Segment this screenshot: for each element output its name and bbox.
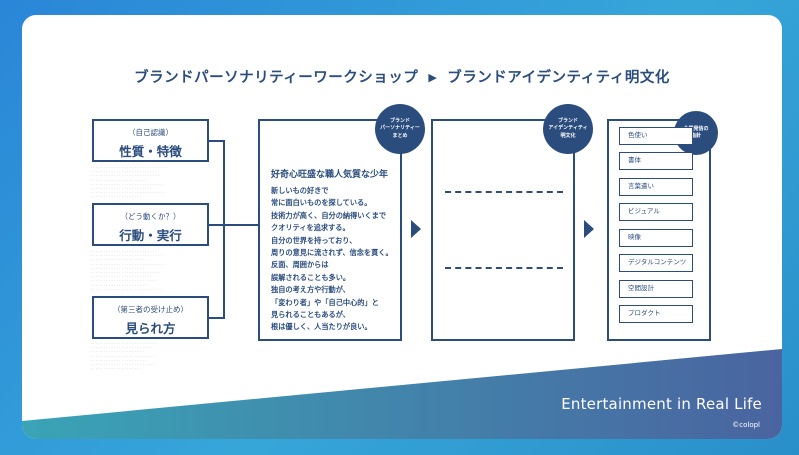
badge-line: ブランド <box>389 117 410 124</box>
guideline-item: 映像 <box>619 229 693 247</box>
personality-line: 根は優しく、人当たりが良い。 <box>271 322 372 332</box>
dashed-line <box>445 267 563 269</box>
badge-line: まとめ <box>392 132 408 139</box>
box-traits: （自己認識） 性質・特徴 <box>92 119 209 162</box>
connector-to-panel <box>223 224 258 226</box>
arrow-right-icon <box>584 220 594 238</box>
badge-line: アイデンティティ <box>548 125 588 132</box>
title-right: ブランドアイデンティティ明文化 <box>447 70 670 86</box>
guideline-item: 色使い <box>619 127 693 145</box>
connector-mid <box>209 224 225 226</box>
badge-line: 明文化 <box>560 132 576 139</box>
personality-line: 誤解されることも多い。 <box>271 272 351 282</box>
personality-line: 見られることもあるが、 <box>271 310 350 320</box>
personality-line: 独自の考え方や行動が、 <box>271 285 350 295</box>
traits-notes: ・・・・・・・・・・・・・・・・・・・・・・・・・・・・・・・・・・・・・・・・… <box>90 167 168 200</box>
footer-wave <box>22 349 782 439</box>
personality-headline: 好奇心旺盛な職人気質な少年 <box>271 170 389 180</box>
title-arrow-icon: ▶ <box>428 71 438 84</box>
personality-line: 新しいもの好きで <box>271 186 329 195</box>
guideline-item: 言葉遣い <box>619 178 693 196</box>
badge-line: 指針 <box>690 133 701 139</box>
dashed-line <box>445 191 563 193</box>
box-actions: （どう動くか？） 行動・実行 <box>92 203 209 246</box>
panel-personality: 好奇心旺盛な職人気質な少年 新しいもの好きで 常に面白いものを探している。 技術… <box>258 119 402 341</box>
badge-line: ブランド <box>557 117 578 124</box>
footer-band <box>22 349 782 439</box>
box-actions-sub: （どう動くか？） <box>120 212 181 221</box>
box-actions-main: 行動・実行 <box>119 228 182 243</box>
badge-line: パーソナリティー <box>380 125 420 132</box>
badge-identity: ブランド アイデンティティ 明文化 <box>543 104 593 154</box>
personality-line: 反面、周囲からは <box>271 260 329 270</box>
title-left: ブランドパーソナリティーワークショップ <box>134 70 419 86</box>
guideline-item: デジタルコンテンツ <box>619 254 693 272</box>
badge-line: 企業発信の <box>683 125 709 132</box>
guideline-item: ビジュアル <box>619 203 693 221</box>
slide: ブランドパーソナリティーワークショップ▶ブランドアイデンティティ明文化 （自己認… <box>22 15 782 439</box>
connector-bottom <box>209 317 225 319</box>
badge-personality-summary: ブランド パーソナリティー まとめ <box>375 104 425 154</box>
personality-line: 技術力が高く、自分の納得いくまで <box>271 210 387 220</box>
box-perception-sub: （第三者の受け止め） <box>113 305 188 314</box>
box-traits-sub: （自己認識） <box>128 128 173 137</box>
footer-tagline: Entertainment in Real Life <box>561 395 762 413</box>
guideline-item: 空間設計 <box>619 280 693 298</box>
box-perception: （第三者の受け止め） 見られ方 <box>92 296 209 339</box>
panel-identity <box>431 119 575 341</box>
perception-notes: ・・・・・・・・・・・・・・・・・・・・・・・・・・・・・・・・・・・・・・・・… <box>90 343 158 372</box>
actions-notes: ・・・・・・・・・・・・・・・・・・・・・・・・・・・・・・・・・・・・・・・・… <box>90 251 166 292</box>
guideline-item: 書体 <box>619 152 693 170</box>
arrow-right-icon <box>411 220 421 238</box>
personality-line: 常に面白いものを探している。 <box>271 198 372 208</box>
personality-description: 新しいもの好きで 常に面白いものを探している。 技術力が高く、自分の納得いくまで… <box>271 185 393 334</box>
guideline-item: プロダクト <box>619 305 693 323</box>
personality-line: クオリティを追求する。 <box>271 223 350 233</box>
footer-copyright: ©colopl <box>732 421 760 429</box>
personality-line: 自分の世界を持っており、 <box>271 235 357 245</box>
connector-vertical <box>223 140 225 319</box>
connector-top <box>209 140 225 142</box>
box-perception-main: 見られ方 <box>125 321 176 336</box>
personality-line: 「変わり者」や「自己中心的」と <box>271 297 379 307</box>
page-title: ブランドパーソナリティーワークショップ ▶ ブランドアイデンティティ明文化 <box>22 66 782 87</box>
box-traits-main: 性質・特徴 <box>119 144 182 159</box>
personality-line: 周りの意見に流されず、信念を貫く。 <box>271 248 393 258</box>
